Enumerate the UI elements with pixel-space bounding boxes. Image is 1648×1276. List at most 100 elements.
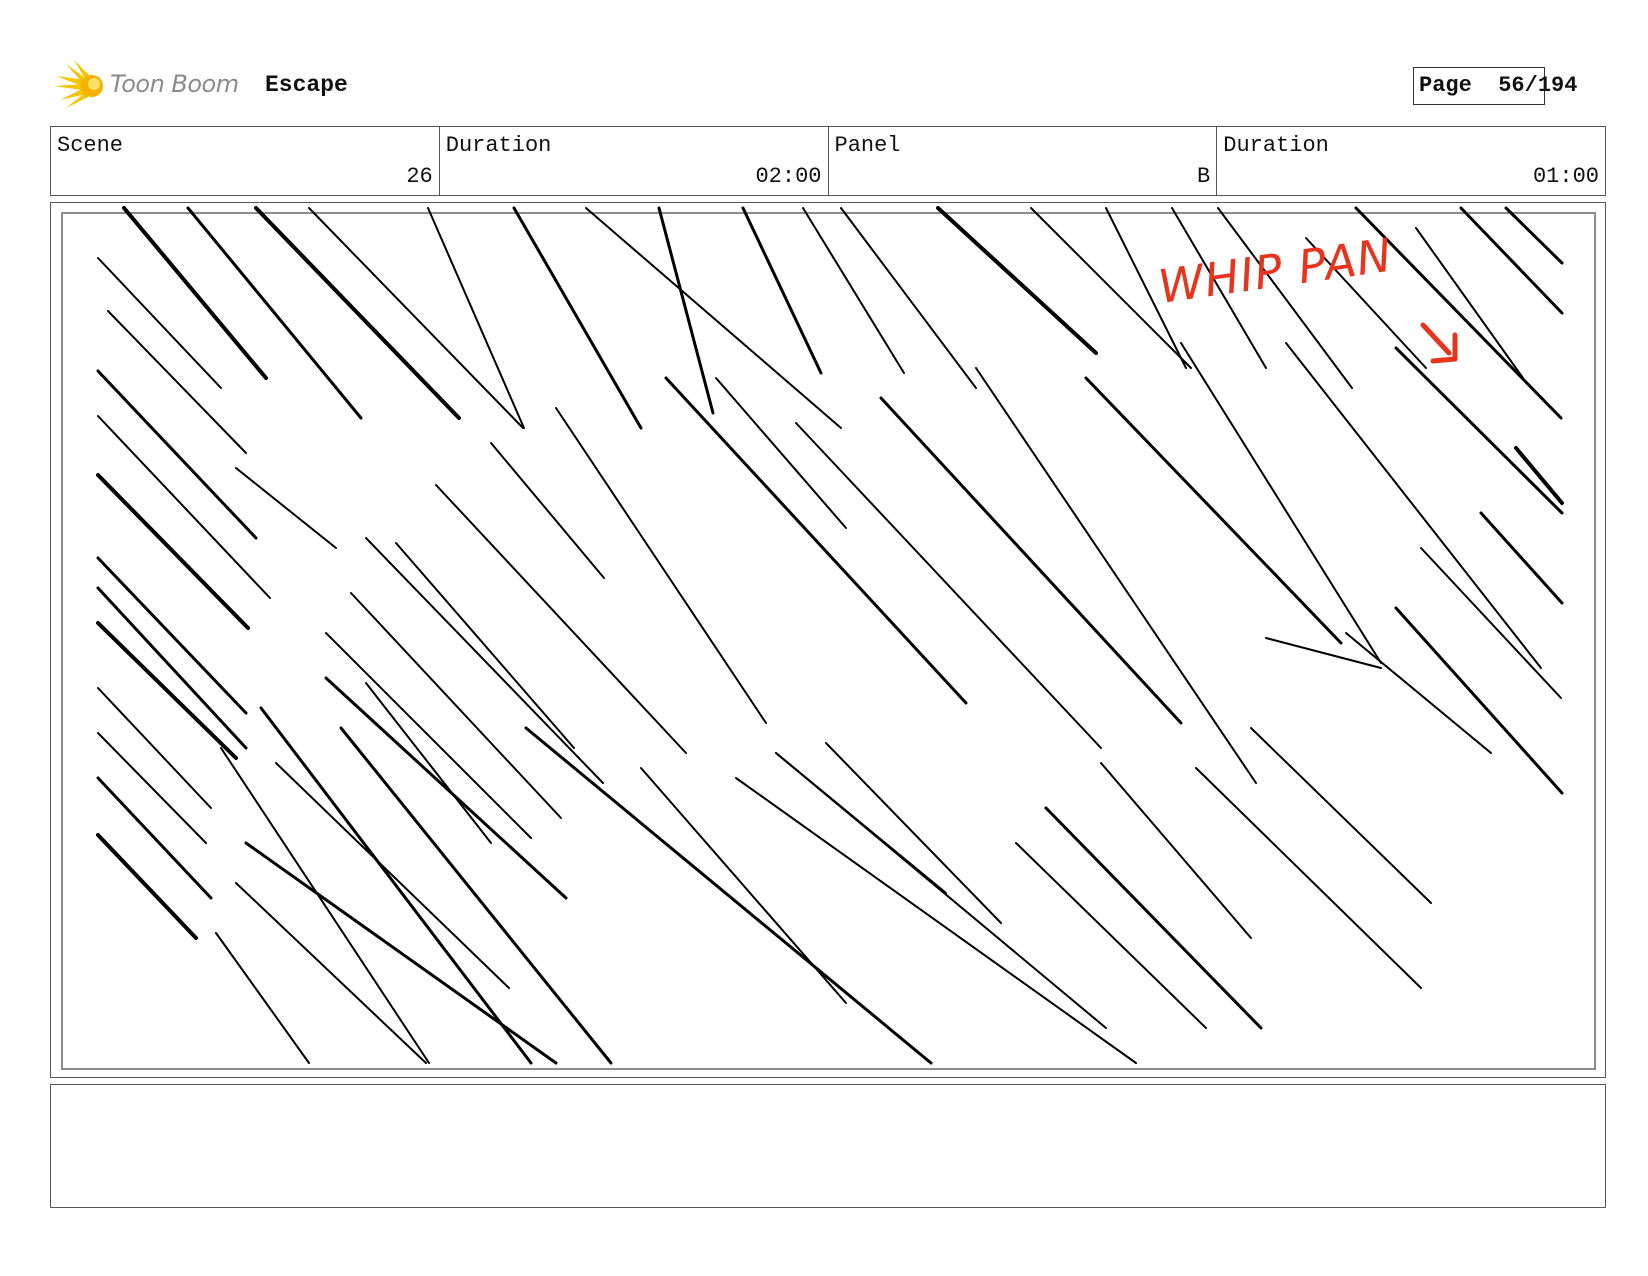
speed-line xyxy=(275,762,510,989)
speed-line xyxy=(1180,342,1382,664)
speed-line xyxy=(244,841,558,1065)
speed-line xyxy=(339,726,613,1065)
speed-line xyxy=(1250,727,1432,904)
speed-line xyxy=(324,676,568,900)
panel-duration-cell: Duration 01:00 xyxy=(1217,127,1605,195)
speed-line xyxy=(186,206,363,420)
panel-notes-box xyxy=(50,1084,1606,1208)
scene-duration-cell: Duration 02:00 xyxy=(440,127,829,195)
speed-line xyxy=(97,732,207,844)
speed-line xyxy=(235,467,337,549)
speed-line xyxy=(96,621,238,760)
speed-line xyxy=(1105,207,1187,369)
scene-label: Scene xyxy=(57,133,124,158)
speed-line xyxy=(1459,206,1564,315)
speed-line xyxy=(1345,632,1492,754)
speed-line xyxy=(715,377,847,529)
speed-line xyxy=(775,752,1107,1029)
speed-line xyxy=(1285,342,1542,669)
speed-line xyxy=(802,207,905,374)
speed-line xyxy=(97,687,212,809)
speed-lines xyxy=(96,206,1564,1065)
panel-duration-label: Duration xyxy=(1223,133,1329,158)
speed-line xyxy=(215,932,310,1064)
speed-line xyxy=(1084,376,1343,645)
scene-duration-label: Duration xyxy=(445,133,552,158)
speed-line xyxy=(1354,206,1563,420)
speed-line xyxy=(879,396,1183,725)
scene-value: 26 xyxy=(406,164,433,189)
scene-cell: Scene 26 xyxy=(51,127,440,195)
speed-line xyxy=(1217,207,1353,389)
scene-duration-value: 02:00 xyxy=(755,164,822,189)
speed-line xyxy=(657,206,715,415)
speed-line xyxy=(1044,806,1263,1030)
speed-line xyxy=(1479,511,1564,605)
speed-line xyxy=(395,542,575,749)
scene-info-bar: Scene 26 Duration 02:00 Panel B Duration… xyxy=(50,126,1606,196)
speed-line xyxy=(1195,767,1422,989)
speed-line xyxy=(350,592,562,819)
arrow-down-right-icon xyxy=(1420,322,1458,364)
toon-boom-logo-icon xyxy=(54,60,103,108)
speed-line xyxy=(96,369,258,540)
speed-line xyxy=(490,442,605,579)
speed-line xyxy=(96,776,213,900)
panel-drawing: WHIP PAN xyxy=(61,206,1596,1070)
speed-line xyxy=(435,484,687,754)
speed-line xyxy=(1015,842,1207,1029)
speed-line xyxy=(735,777,1137,1064)
speed-line xyxy=(427,207,525,429)
speed-line xyxy=(524,726,933,1065)
speed-line xyxy=(1394,346,1564,515)
speed-line xyxy=(259,706,533,1065)
speed-line xyxy=(96,586,248,750)
panel-value: B xyxy=(1197,164,1211,189)
speed-line xyxy=(741,206,823,375)
speed-line xyxy=(975,367,1257,784)
speed-line xyxy=(512,206,643,430)
speed-line xyxy=(1305,237,1427,369)
speed-line xyxy=(555,407,767,724)
project-title: Escape xyxy=(265,72,348,98)
panel-label: Panel xyxy=(834,133,901,158)
speed-line xyxy=(664,376,968,705)
speed-line xyxy=(1504,206,1564,265)
speed-line xyxy=(97,415,271,599)
speed-line xyxy=(795,422,1102,749)
speed-line xyxy=(825,742,1002,924)
speed-line xyxy=(1100,762,1252,939)
speed-line xyxy=(1415,227,1524,379)
panel-cell: Panel B xyxy=(829,127,1218,195)
speed-line xyxy=(1420,547,1562,699)
speed-line xyxy=(365,682,492,844)
page-label: Page xyxy=(1419,73,1472,98)
page-value: 56/194 xyxy=(1498,73,1578,98)
camera-frame xyxy=(61,212,1596,1070)
speed-line xyxy=(936,206,1098,355)
brand-name: Toon Boom xyxy=(110,70,239,98)
speed-line xyxy=(365,537,604,784)
speed-line xyxy=(325,632,532,839)
speed-line xyxy=(1265,637,1382,669)
speed-line xyxy=(235,882,427,1064)
speed-line xyxy=(254,206,461,420)
speed-line xyxy=(220,747,430,1064)
speed-line xyxy=(1514,446,1564,505)
storyboard-panel: WHIP PAN xyxy=(50,202,1606,1078)
speed-line xyxy=(96,556,248,715)
page-counter: Page 56/194 xyxy=(1413,67,1577,105)
speed-line xyxy=(96,833,198,940)
panel-duration-value: 01:00 xyxy=(1532,164,1599,189)
speed-line xyxy=(97,257,222,389)
speed-line xyxy=(585,207,842,429)
speed-line xyxy=(308,207,524,429)
speed-line xyxy=(107,310,247,454)
speed-line xyxy=(1171,207,1267,369)
speed-line xyxy=(96,473,250,630)
speed-line xyxy=(1030,207,1192,369)
speed-line xyxy=(1394,606,1564,795)
speed-line xyxy=(840,207,977,389)
speed-line xyxy=(122,206,268,380)
page-header: Toon Boom Escape xyxy=(50,56,1610,116)
